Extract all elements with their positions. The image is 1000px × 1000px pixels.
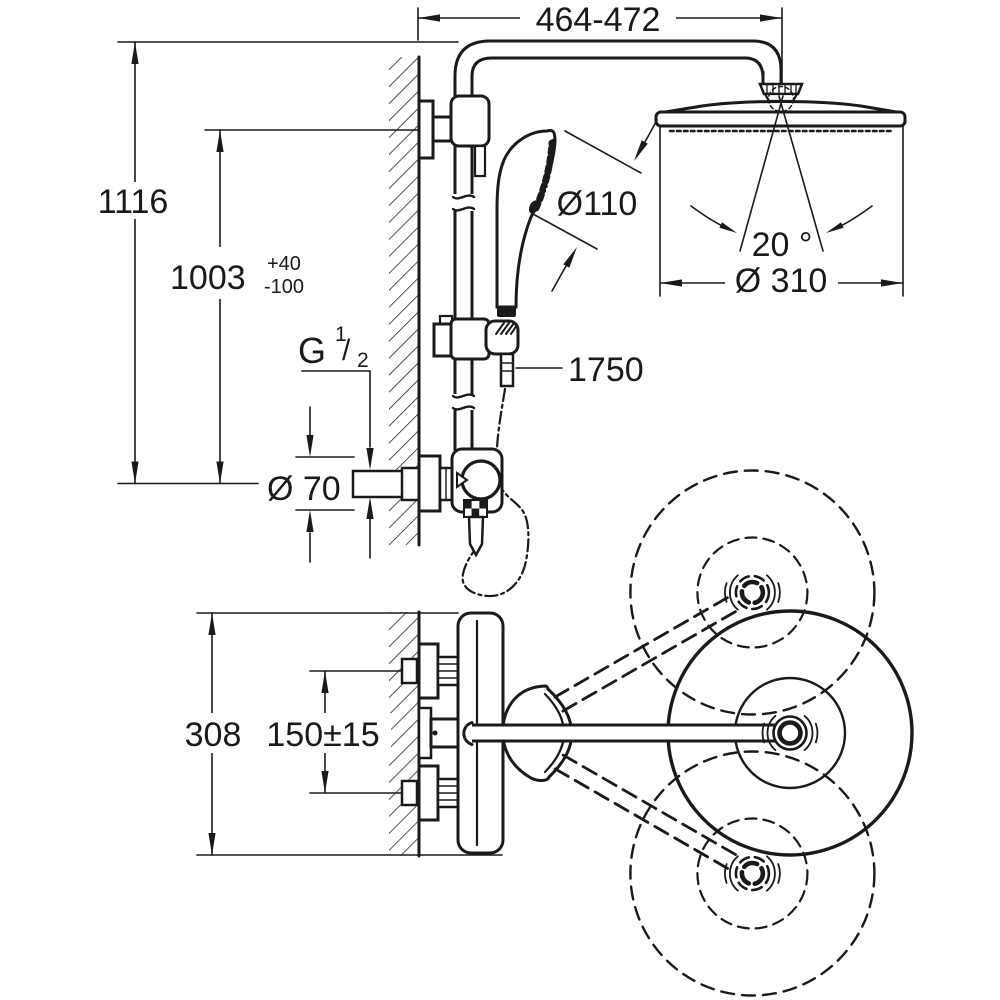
shower-arm-lower bbox=[553, 767, 734, 873]
dimension-supply-spacing-label: 150±15 bbox=[266, 716, 379, 754]
pipe-break-symbols bbox=[451, 194, 476, 411]
plan-view: 308 150±15 bbox=[180, 469, 914, 997]
wall-hatch-front bbox=[389, 57, 419, 545]
thread-size-callout: G 1 / 2 bbox=[298, 323, 374, 559]
pivot-upper bbox=[724, 574, 781, 611]
arm-outer-edge bbox=[453, 39, 783, 86]
in-wall-supplies bbox=[400, 657, 419, 807]
arrow-right bbox=[760, 14, 782, 22]
extension-lines bbox=[117, 7, 904, 511]
shower-arm-middle bbox=[462, 721, 791, 746]
hand-shower-body bbox=[495, 129, 557, 309]
outlet-index-dot bbox=[432, 730, 438, 736]
ball-joint-hidden-circle bbox=[767, 85, 795, 113]
hose-outlet-connector bbox=[467, 515, 485, 558]
dimension-escutcheon-label: Ø 70 bbox=[267, 470, 341, 508]
dimension-hand-shower-label: Ø110 bbox=[557, 185, 638, 223]
head-shower-rim bbox=[654, 110, 907, 128]
hand-shower-jet-detail bbox=[528, 200, 540, 214]
hand-shower-handle-cap bbox=[497, 306, 516, 317]
dimension-total-height-label: 1116 bbox=[98, 183, 169, 221]
valve-index-pointer bbox=[456, 471, 469, 489]
swivel-position-lower bbox=[553, 750, 876, 997]
riser-tolerance-plus: +40 bbox=[267, 253, 301, 275]
wall-section-plan bbox=[389, 610, 421, 858]
dimension-arm-reach: 464-472 bbox=[417, 1, 783, 39]
wall-bracket bbox=[417, 94, 491, 178]
arm-end-cap bbox=[462, 721, 474, 746]
dimension-riser-height-label: 1003 bbox=[170, 259, 246, 297]
rail-glider-holder bbox=[432, 314, 520, 388]
wall-hatch-plan bbox=[389, 612, 419, 856]
dimension-hand-shower-diameter: Ø110 bbox=[532, 119, 658, 292]
thread-label-g: G bbox=[298, 330, 326, 371]
hose-connector-tube bbox=[499, 352, 515, 388]
thread-label-denominator: 2 bbox=[357, 349, 369, 372]
dimension-head-tilt: 20 ° bbox=[690, 95, 873, 264]
holder-knurl bbox=[495, 322, 518, 335]
front-elevation-view: 464-472 1116 1003 +40 -100 G 1 / 2 bbox=[84, 1, 907, 598]
head-shower-outline-lower bbox=[629, 750, 876, 997]
center-escutcheon-plan bbox=[417, 706, 433, 760]
dimension-hose-length-label: 1750 bbox=[568, 351, 644, 389]
thread-label-slash: / bbox=[342, 334, 351, 367]
escutcheon-plan-top bbox=[417, 642, 440, 700]
escutcheon-plan-bottom bbox=[417, 764, 440, 822]
dimension-head-tilt-label: 20 ° bbox=[752, 226, 813, 264]
shower-arm-upper bbox=[561, 607, 742, 713]
dimension-total-height: 1116 bbox=[84, 41, 182, 485]
riser-tolerance-minus: -100 bbox=[264, 276, 304, 298]
hand-shower bbox=[495, 129, 557, 317]
arrow-left bbox=[418, 14, 440, 22]
escutcheon-front bbox=[417, 454, 442, 513]
thermostat-valve-front bbox=[351, 447, 504, 558]
shower-arm-lower bbox=[561, 753, 742, 859]
pivot-lower bbox=[724, 855, 781, 892]
dimension-escutcheon-diameter: Ø 70 bbox=[265, 406, 352, 563]
union-nut-facets bbox=[437, 663, 459, 801]
head-shower-inner-lower bbox=[696, 817, 809, 930]
arm-inner-edge bbox=[470, 56, 765, 86]
dimension-head-diameter-label: Ø 310 bbox=[735, 262, 828, 300]
dimension-riser-height: 1003 +40 -100 bbox=[167, 129, 323, 485]
dimension-arm-reach-label: 464-472 bbox=[536, 1, 661, 39]
dimension-valve-height-label: 308 bbox=[185, 716, 242, 754]
dimension-hose-length: 1750 bbox=[515, 351, 644, 389]
swivel-position-upper bbox=[553, 469, 876, 716]
pivot-middle bbox=[761, 714, 819, 752]
shower-arm-upper bbox=[553, 593, 734, 699]
head-shower-outline-upper bbox=[629, 469, 876, 716]
dimension-supply-spacing: 150±15 bbox=[255, 670, 391, 794]
dimension-head-diameter: Ø 310 bbox=[659, 262, 904, 300]
thread-label-numerator: 1 bbox=[335, 323, 347, 346]
hose-nut-checkered bbox=[463, 499, 488, 518]
head-shower-inner-upper bbox=[696, 536, 809, 649]
dimension-valve-height: 308 bbox=[180, 612, 247, 856]
